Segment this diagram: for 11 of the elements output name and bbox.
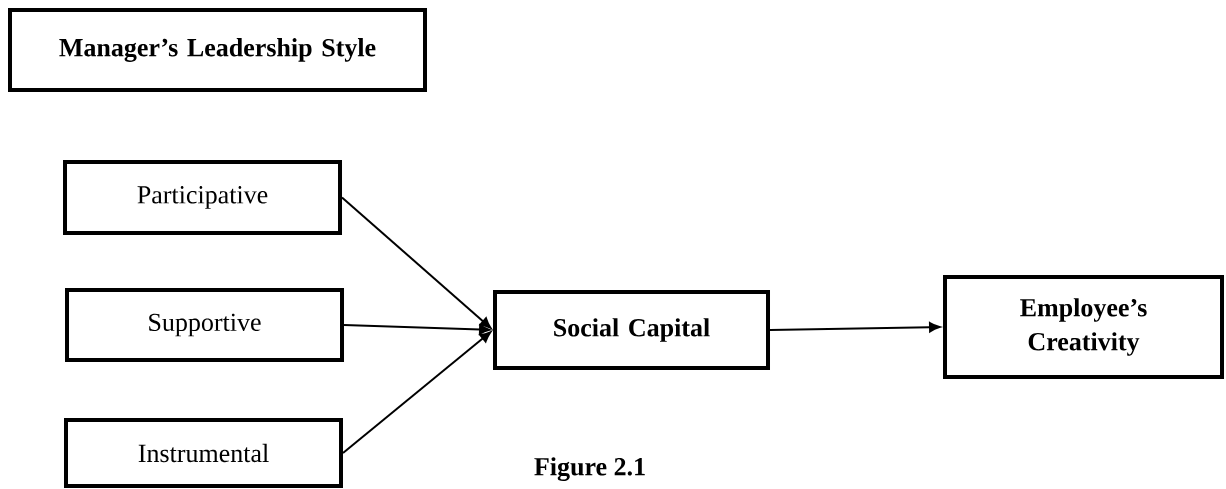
box: Participative	[63, 160, 342, 235]
box: Instrumental	[64, 418, 343, 488]
arrow	[343, 324, 491, 335]
arrow	[769, 322, 941, 333]
arrow	[341, 196, 492, 329]
box: Employee’s Creativity	[943, 275, 1224, 379]
arrow	[342, 331, 492, 454]
box: Manager’s Leadership Style	[8, 8, 427, 92]
box: Social Capital	[493, 290, 770, 370]
caption: Figure 2.1	[534, 457, 645, 481]
box: Supportive	[65, 288, 344, 362]
